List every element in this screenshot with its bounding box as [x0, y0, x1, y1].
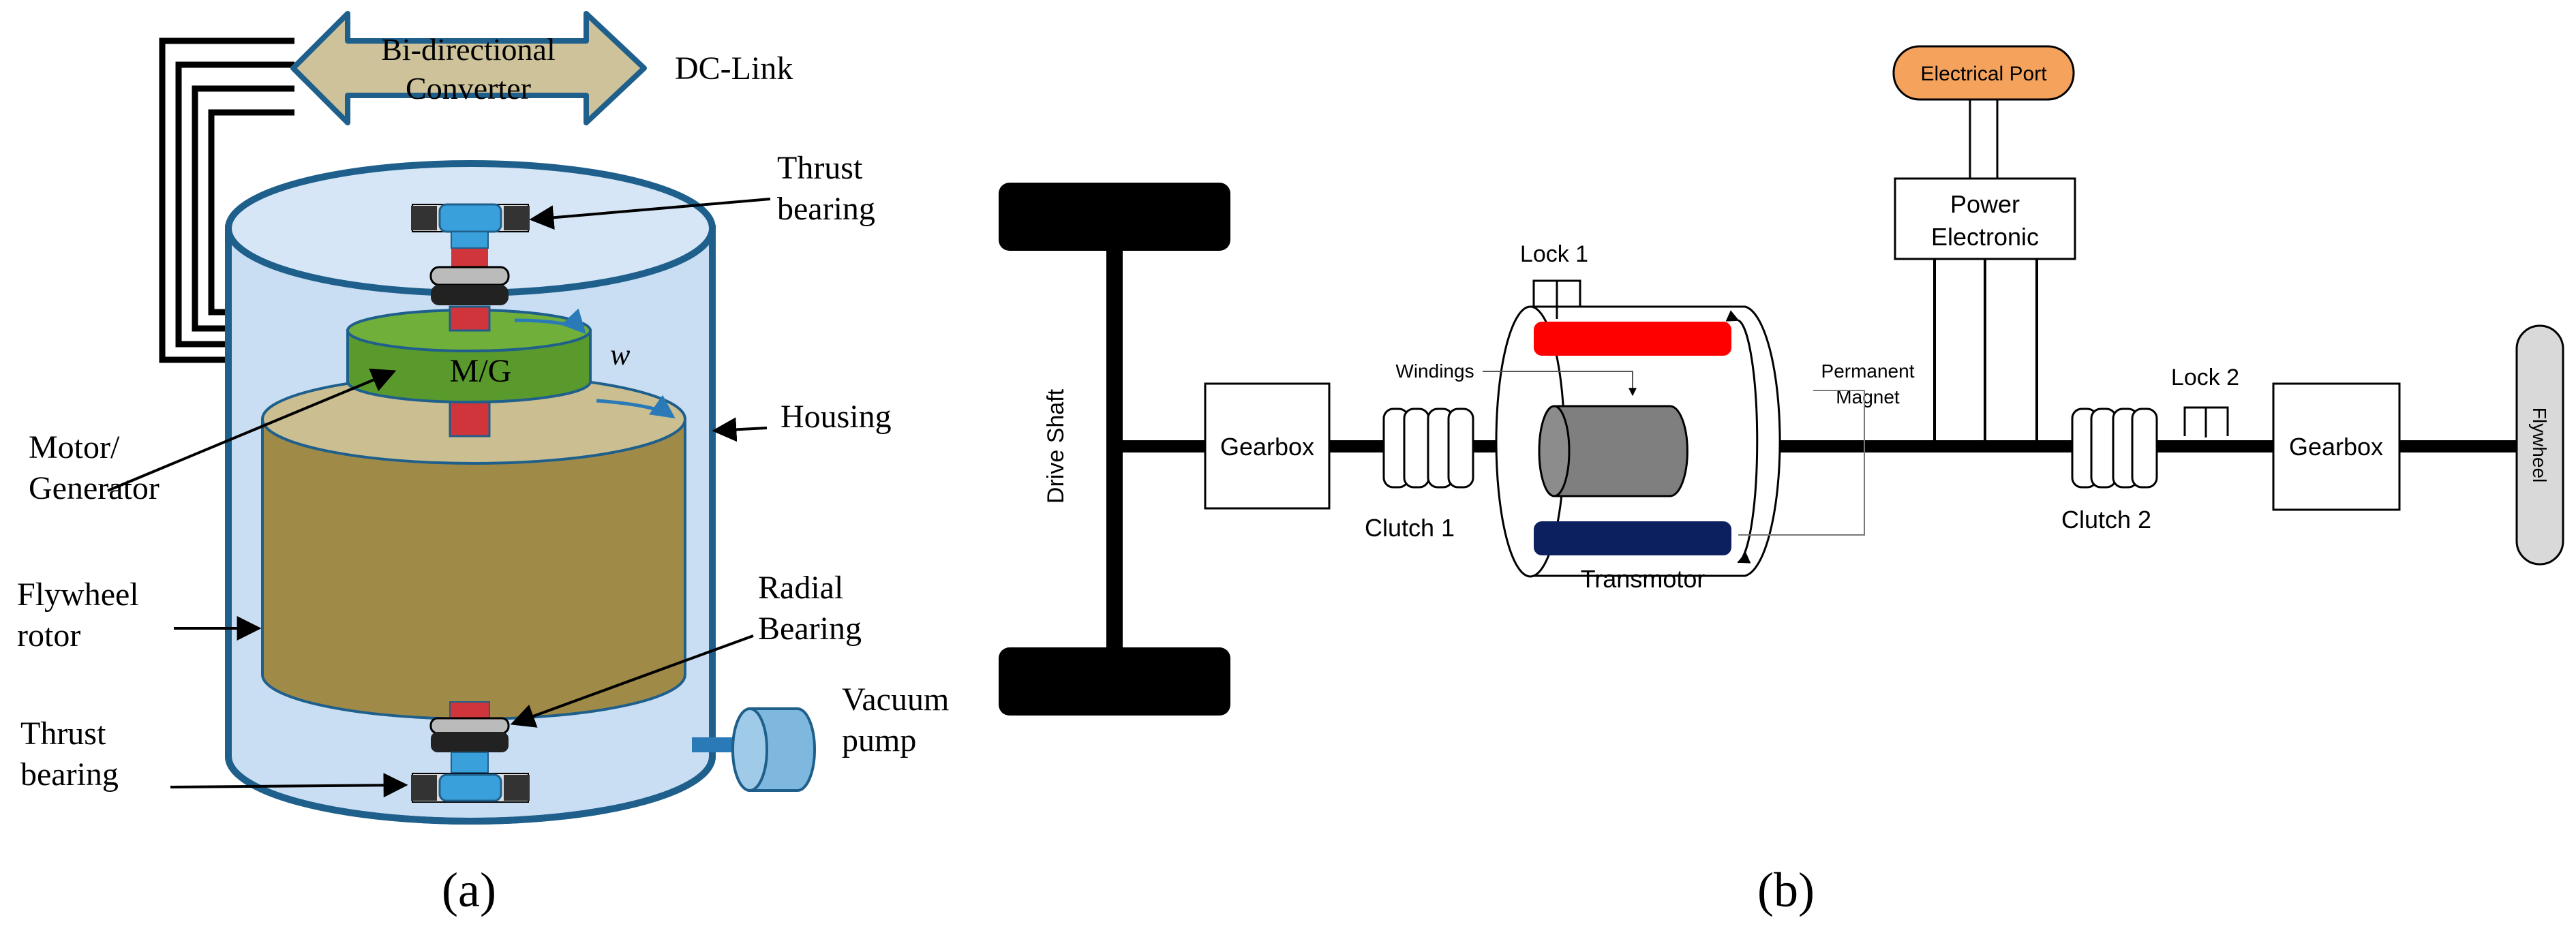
diagram-b: Drive Shaft Gearbox Clutch 1 Transmotor: [999, 45, 2564, 917]
dc-link-label: DC-Link: [675, 50, 793, 87]
windings-label: Windings: [1395, 360, 1474, 382]
motor-generator-line1: Motor/: [29, 429, 120, 465]
motor-generator: M/G: [346, 305, 592, 403]
mg-label: M/G: [450, 353, 512, 389]
permanent-magnet-line1: Permanent: [1821, 360, 1915, 382]
caption-b: (b): [1757, 863, 1815, 917]
radial-bearing-line2: Bearing: [758, 611, 862, 647]
clutch-1-label: Clutch 1: [1365, 514, 1455, 542]
diagram-a-arrows: [107, 198, 771, 798]
housing-label: Housing: [781, 399, 892, 435]
gearbox-right-label: Gearbox: [2289, 433, 2383, 461]
shaft-mid: [449, 397, 491, 437]
flywheel-rotor-line2: rotor: [17, 617, 80, 654]
flywheel-rotor-line1: Flywheel: [17, 577, 139, 613]
drive-axle: Drive Shaft: [999, 183, 1230, 716]
vacuum-pump-line1: Vacuum: [842, 681, 949, 718]
converter-label-line1: Bi-directional: [381, 32, 555, 67]
thrust-bearing-bottom-line1: Thrust: [20, 716, 106, 752]
clutch-2: [2071, 408, 2158, 489]
permanent-magnet-leader: [1738, 390, 1865, 536]
lock-1: [1532, 279, 1581, 319]
vacuum-pump: [692, 707, 816, 792]
power-electronic: [1894, 177, 2076, 260]
electrical-port-label: Electrical Port: [1920, 63, 2047, 85]
wheel-bottom: [999, 647, 1230, 716]
motor-generator-line2: Generator: [29, 470, 160, 506]
radial-bearing-line1: Radial: [758, 570, 843, 606]
drive-shaft-label: Drive Shaft: [1043, 388, 1069, 504]
transmotor-label: Transmotor: [1581, 565, 1706, 593]
diagram-a-labels: Thrust bearing Housing Motor/ Generator …: [17, 150, 949, 793]
thrust-bearing-top-line1: Thrust: [777, 150, 863, 186]
omega-label: w: [610, 338, 631, 371]
thrust-bearing-bottom-line2: bearing: [20, 756, 119, 793]
bottom-thrust-bearing: [411, 701, 530, 803]
transmotor: [1495, 305, 1781, 578]
vacuum-pump-line2: pump: [842, 722, 916, 758]
thrust-bearing-top-line2: bearing: [777, 191, 875, 227]
lock1-red-block: [1534, 322, 1731, 356]
gearbox-left: [1204, 382, 1331, 510]
top-thrust-bearing: [411, 203, 530, 305]
lock-2: [2183, 406, 2229, 437]
caption-a: (a): [442, 863, 496, 917]
power-electronic-line1: Power: [1950, 190, 2020, 218]
flywheel: [2515, 324, 2564, 566]
converter-label-line2: Converter: [406, 71, 531, 106]
power-electronic-line2: Electronic: [1931, 223, 2039, 251]
magnet-navy-block: [1534, 521, 1731, 555]
windings-leader: [1483, 371, 1637, 397]
lock-2-label: Lock 2: [2171, 365, 2239, 390]
power-electronic-leads: [1933, 259, 2038, 446]
gearbox-left-label: Gearbox: [1220, 433, 1314, 461]
electrical-port: [1892, 45, 2075, 101]
clutch-1: [1382, 408, 1474, 489]
gearbox-right: [2272, 382, 2401, 511]
wheel-top: [999, 183, 1230, 251]
flywheel-label: Flywheel: [2529, 408, 2550, 482]
converter-double-arrow: [290, 11, 647, 125]
diagram-a: Bi-directional Converter DC-Link M/G w: [17, 11, 949, 917]
clutch-2-label: Clutch 2: [2061, 506, 2151, 534]
lock-1-label: Lock 1: [1520, 241, 1588, 267]
permanent-magnet-line2: Magnet: [1836, 386, 1900, 408]
